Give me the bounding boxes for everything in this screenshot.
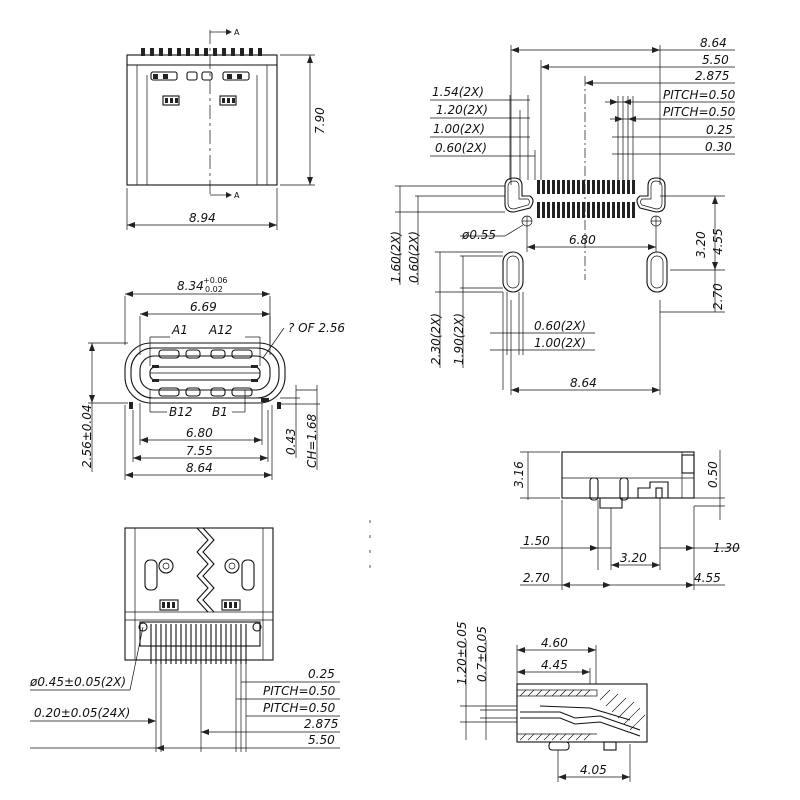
- top-slots: [150, 71, 250, 106]
- fp-dim-154: 1.54(2X): [432, 85, 484, 99]
- side-dim-130: 1.30: [713, 541, 740, 555]
- dim-top-width: 8.94: [189, 211, 216, 225]
- fp-dim-100b: 1.00(2X): [534, 336, 586, 350]
- dim-front-height: 2.56±0.04: [80, 405, 94, 469]
- front-contacts: [152, 349, 258, 397]
- fp-dim-030: 0.30: [705, 140, 732, 154]
- top-terminals: [141, 48, 262, 56]
- radius-note: ? OF 2.56: [288, 321, 345, 335]
- dim-front-755: 7.55: [186, 444, 213, 458]
- sec-dim-07: 0.7±0.05: [475, 626, 489, 682]
- pcb-footprint: 8.64 5.50 2.875 PITCH=0.50 PITCH=0.50 0.…: [389, 36, 736, 395]
- fp-dim-025: 0.25: [706, 123, 733, 137]
- bottom-pin-row: [139, 621, 261, 664]
- bottom-view: ø0.45±0.05(2X) 0.20±0.05(24X) 0.25 PITCH…: [29, 527, 340, 752]
- dim-bottom-pitch2: PITCH=0.50: [263, 701, 336, 715]
- dim-bottom-pinwidth: 0.20±0.05(24X): [34, 706, 130, 720]
- side-dim-455: 4.55: [694, 571, 721, 585]
- fp-dim-060b: 0.60(2X): [534, 319, 586, 333]
- pin-label-a12: A12: [208, 323, 232, 337]
- dim-bottom-pitch1: PITCH=0.50: [263, 684, 336, 698]
- dim-bottom-025: 0.25: [308, 667, 335, 681]
- section-mark-top: A: [234, 28, 240, 37]
- fp-dim-160: 1.60(2X): [389, 231, 403, 283]
- pin-label-a1: A1: [171, 323, 188, 337]
- section-mark-bottom: A: [234, 191, 240, 200]
- dim-front-tol-lower: 0.02: [205, 285, 223, 294]
- side-dim-050: 0.50: [706, 461, 720, 488]
- fp-dim-120: 1.20(2X): [436, 103, 488, 117]
- fp-dim-320: 3.20: [694, 231, 708, 258]
- side-dim-316: 3.16: [512, 461, 526, 488]
- dim-front-043: 0.43: [284, 428, 298, 455]
- fp-dim-190: 1.90(2X): [452, 313, 466, 365]
- fp-dim-pitch1: PITCH=0.50: [663, 88, 736, 102]
- front-view: 8.34 +0.06 0.02 6.69 A1 A12 ? OF 2.56 B1…: [80, 276, 345, 480]
- fp-dim-pitch2: PITCH=0.50: [663, 105, 736, 119]
- sec-dim-405: 4.05: [580, 763, 607, 777]
- dim-front-tol-upper: +0.06: [203, 276, 228, 285]
- dim-bottom-2875: 2.875: [304, 717, 338, 731]
- fp-dim-864-bot: 8.64: [570, 376, 597, 390]
- front-shell-outer: [124, 342, 286, 404]
- dim-bottom-dia: ø0.45±0.05(2X): [29, 675, 126, 689]
- bottom-hole-right: [224, 558, 240, 574]
- fp-pad-rows: [537, 180, 635, 218]
- fp-dim-550: 5.50: [702, 53, 729, 67]
- dim-bottom-550: 5.50: [308, 733, 335, 747]
- fp-dim-2875: 2.875: [695, 69, 729, 83]
- fp-slot-right: [646, 251, 668, 293]
- section-hatch: [519, 689, 646, 741]
- fp-dim-680: 6.80: [569, 233, 596, 247]
- fp-shield-pad-left: [504, 177, 534, 213]
- section-body: [516, 683, 648, 743]
- fp-dim-230: 2.30(2X): [429, 313, 443, 365]
- fp-dim-060: 0.60(2X): [435, 141, 487, 155]
- side-view: 3.16 0.50 1.50 3.20 1.30 2.70 4.55: [512, 450, 740, 590]
- fp-dim-270: 2.70: [711, 283, 725, 310]
- side-dim-150: 1.50: [523, 534, 550, 548]
- dim-front-864: 8.64: [186, 461, 213, 475]
- fp-slot-left: [502, 251, 524, 293]
- sec-dim-445: 4.45: [541, 658, 568, 672]
- dim-front-ch: CH=1.68: [305, 413, 319, 468]
- dim-front-width: 8.34: [177, 279, 204, 293]
- fp-dim-060v: 0.60(2X): [407, 231, 421, 283]
- top-view: A A 8.94 7.90: [126, 28, 327, 230]
- pin-label-b12: B12: [169, 405, 193, 419]
- dim-front-inner: 6.69: [190, 300, 217, 314]
- tongue: [149, 366, 261, 381]
- dim-front-680: 6.80: [186, 426, 213, 440]
- pin-label-b1: B1: [212, 405, 228, 419]
- bottom-hole-left: [158, 558, 174, 574]
- sec-dim-460: 4.60: [541, 636, 568, 650]
- fp-dim-864-top: 8.64: [700, 36, 727, 50]
- fp-dim-100: 1.00(2X): [433, 122, 485, 136]
- side-dim-270: 2.70: [523, 571, 550, 585]
- dim-top-height: 7.90: [313, 107, 327, 134]
- fp-shield-pad-right: [636, 177, 666, 213]
- side-dim-320: 3.20: [620, 551, 647, 565]
- fp-dim-hole: ø0.55: [461, 228, 496, 242]
- top-view-body: [126, 54, 278, 186]
- fp-dim-455: 4.55: [711, 228, 725, 255]
- section-view: 1.20±0.05 0.7±0.05 4.60 4.45 4.05: [455, 622, 648, 782]
- bottom-view-body: [124, 527, 274, 661]
- sec-dim-120: 1.20±0.05: [455, 622, 469, 686]
